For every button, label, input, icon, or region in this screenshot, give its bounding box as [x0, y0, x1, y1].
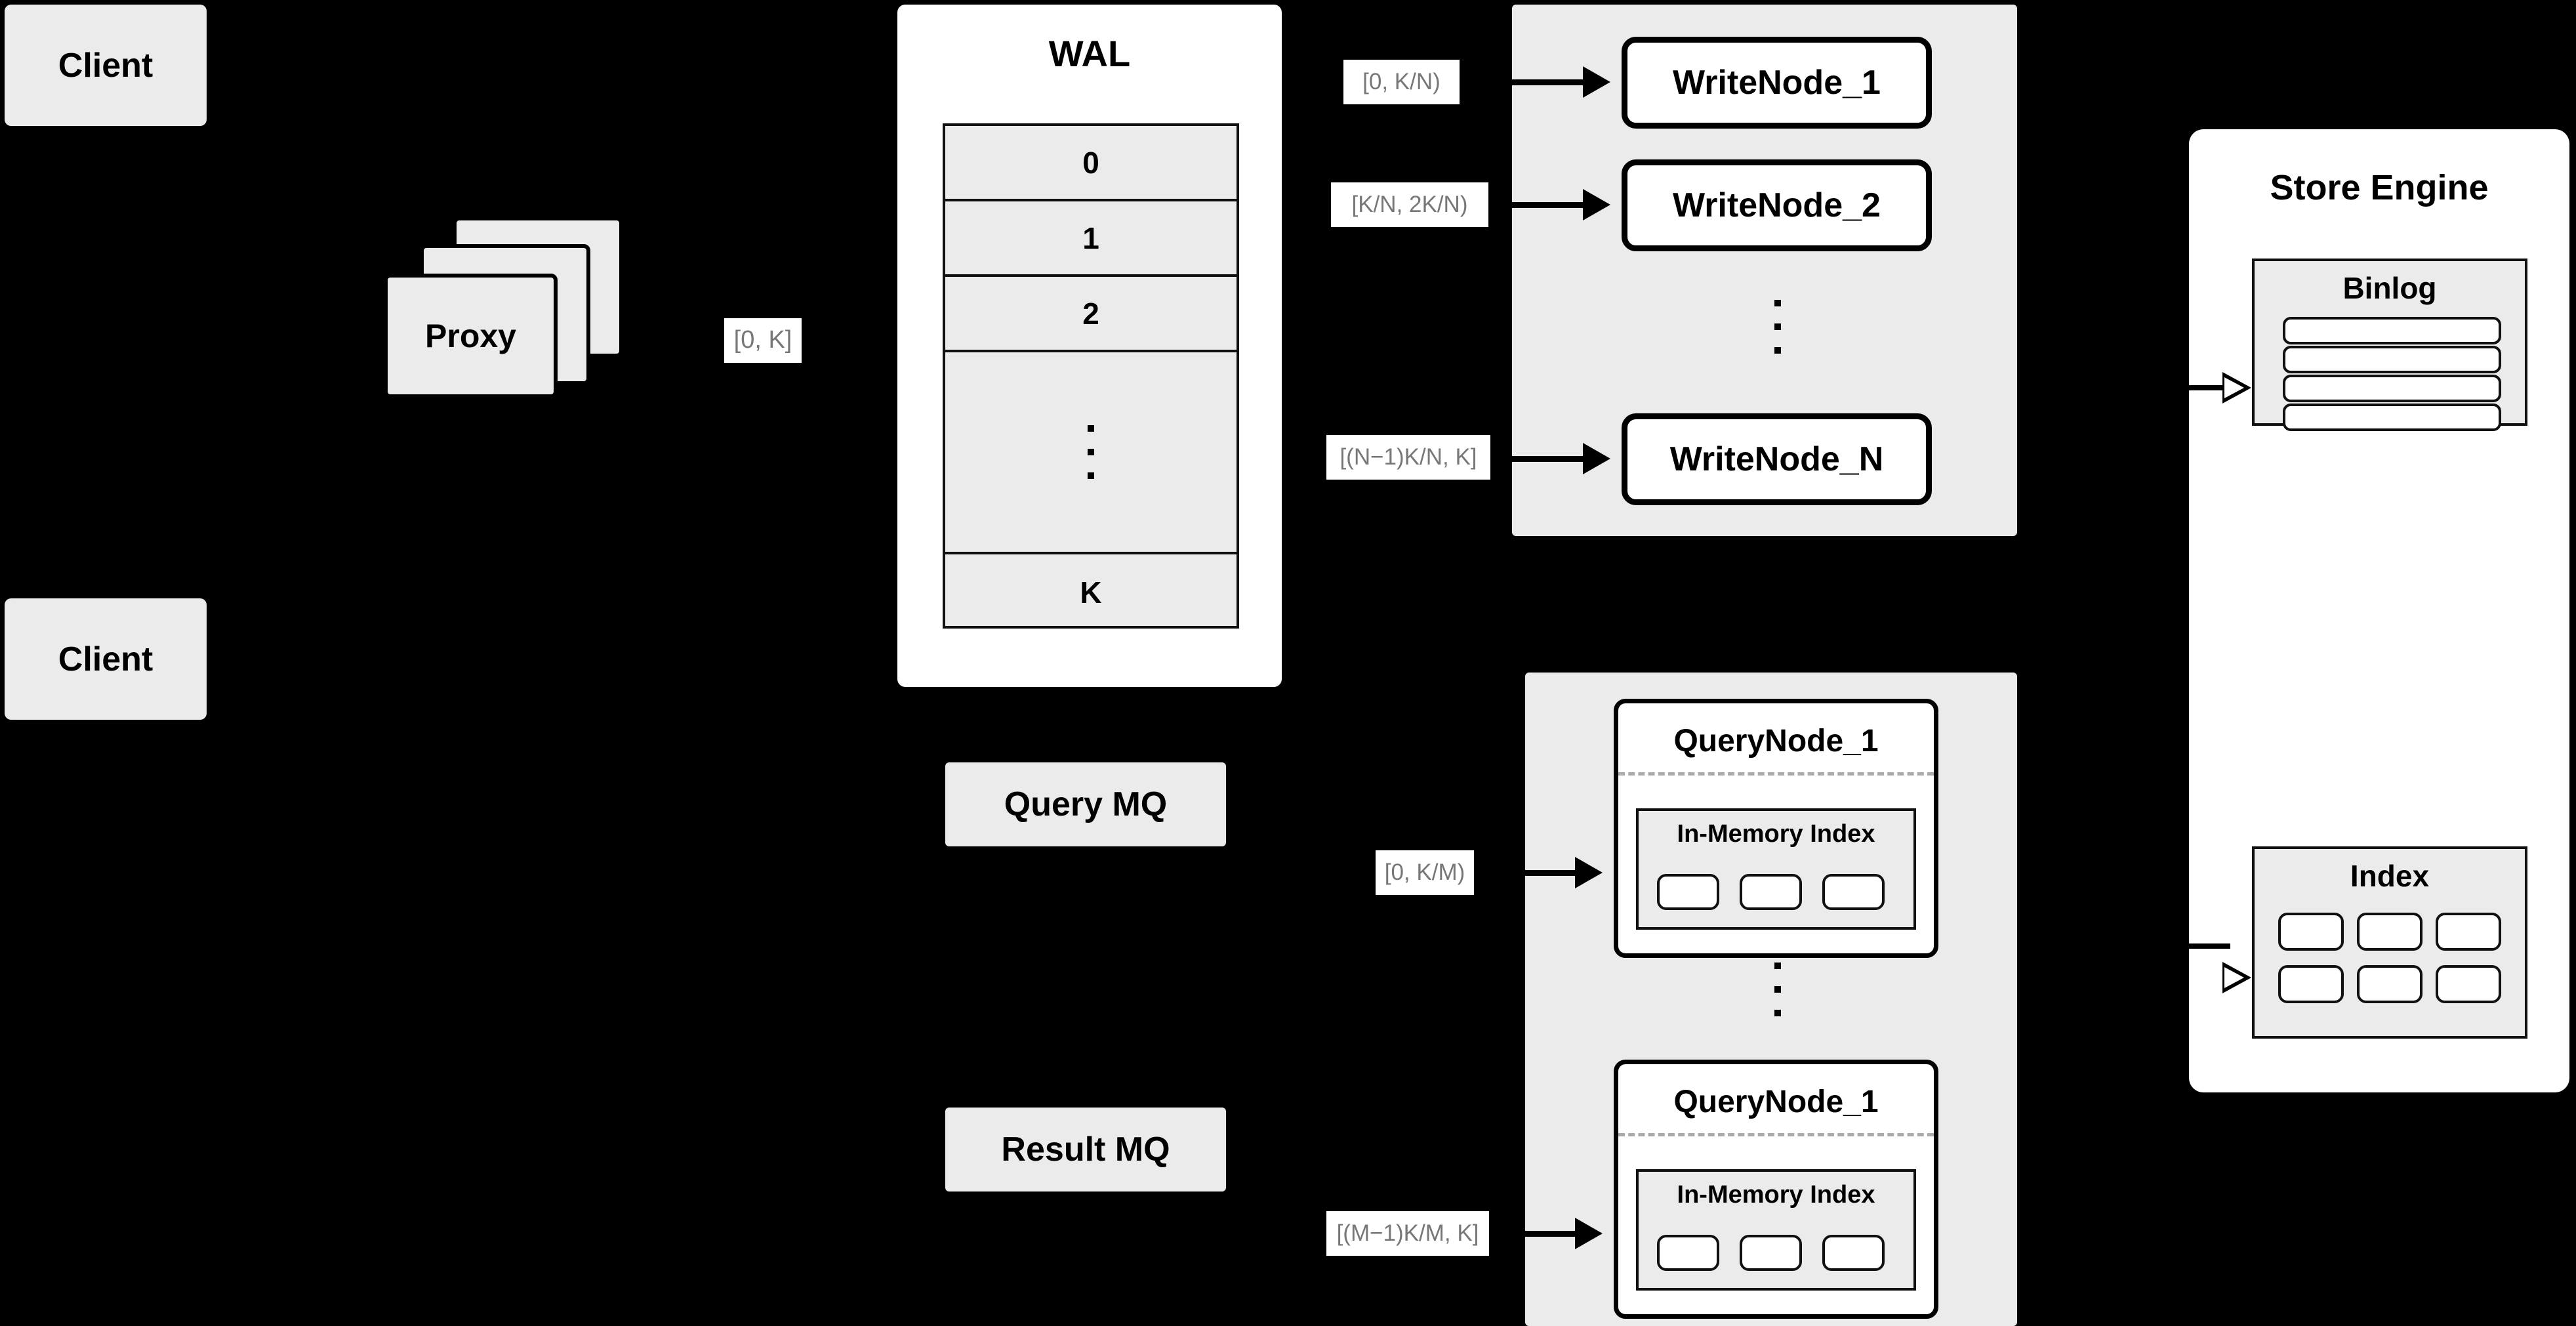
binlog-panel: Binlog: [2252, 259, 2527, 431]
result-mq-box[interactable]: Result MQ: [945, 1108, 1226, 1191]
write-node-1-range-text: [0, K/N): [1362, 68, 1441, 94]
wal-cell-0[interactable]: 0: [945, 126, 1237, 201]
wal-title: WAL: [1048, 33, 1131, 74]
wal-cell-k[interactable]: K: [1080, 575, 1102, 610]
write-node-2[interactable]: WriteNode_2: [1622, 159, 1932, 251]
write-node-2-label: WriteNode_2: [1673, 186, 1881, 224]
write-node-n-range-label: [(N−1)K/N, K]: [1326, 435, 1490, 480]
write-node-n-label: WriteNode_N: [1669, 440, 1884, 478]
query-node-1-index-chip[interactable]: [1657, 874, 1719, 910]
query-node-2-index-chip[interactable]: [1740, 1235, 1802, 1271]
query-node-1-index-chip[interactable]: [1740, 874, 1802, 910]
client-label-2: Client: [58, 640, 153, 678]
wal-card: WAL 0 1 2 K: [897, 5, 1282, 687]
binlog-row[interactable]: [2283, 375, 2501, 402]
store-index-arrow-line: [2186, 943, 2230, 949]
write-node-1[interactable]: WriteNode_1: [1622, 37, 1932, 129]
client-box-1[interactable]: Client: [5, 5, 207, 126]
query-cluster-ellipsis-icon: [1771, 942, 1784, 1037]
binlog-arrow-line: [2186, 385, 2230, 390]
query-node-1-range-label: [0, K/M): [1376, 850, 1474, 895]
client-label-1: Client: [58, 46, 153, 85]
write-node-n-arrow-line: [1492, 456, 1584, 462]
write-node-1-label: WriteNode_1: [1673, 64, 1881, 102]
query-node-2-arrow-head-icon: [1575, 1218, 1603, 1249]
write-node-n-range-text: [(N−1)K/N, K]: [1339, 444, 1477, 470]
proxy-layer-front[interactable]: Proxy: [384, 274, 558, 398]
write-node-1-arrow-line: [1465, 79, 1584, 85]
wal-cell-1[interactable]: 1: [945, 201, 1237, 277]
query-node-1-label: QueryNode_1: [1673, 724, 1879, 758]
write-node-n-arrow-head-icon: [1583, 443, 1610, 474]
query-node-2[interactable]: QueryNode_1 In-Memory Index: [1614, 1060, 1938, 1319]
query-mq-label: Query MQ: [1004, 785, 1168, 823]
result-mq-label: Result MQ: [1001, 1130, 1170, 1169]
query-node-1-separator: [1618, 772, 1934, 776]
wal-cell-ellipsis: [945, 352, 1237, 554]
write-node-1-range-label: [0, K/N): [1343, 60, 1460, 104]
binlog-title: Binlog: [2342, 271, 2437, 305]
query-mq-box[interactable]: Query MQ: [945, 762, 1226, 846]
store-index-chip[interactable]: [2357, 913, 2423, 951]
query-node-2-index-chip[interactable]: [1657, 1235, 1719, 1271]
write-cluster-ellipsis-icon: [1771, 282, 1784, 371]
query-node-1-index-chip[interactable]: [1822, 874, 1885, 910]
wal-vertical-dots-icon: [1088, 425, 1094, 479]
write-node-2-arrow-head-icon: [1583, 189, 1610, 220]
store-index-chip[interactable]: [2357, 965, 2423, 1003]
query-node-1-arrow-line: [1479, 870, 1576, 876]
query-node-1[interactable]: QueryNode_1 In-Memory Index: [1614, 699, 1938, 958]
client-box-2[interactable]: Client: [5, 598, 207, 720]
store-index-arrow-head-icon: [2222, 962, 2251, 993]
binlog-row[interactable]: [2283, 346, 2501, 373]
query-node-1-arrow-head-icon: [1575, 857, 1603, 888]
proxy-label: Proxy: [425, 318, 516, 354]
query-node-2-separator: [1618, 1133, 1934, 1136]
store-engine-card: Store Engine Binlog Index: [2189, 129, 2569, 1092]
proxy-range-label: [0, K]: [724, 318, 802, 363]
binlog-row[interactable]: [2283, 404, 2501, 431]
store-index-chip[interactable]: [2436, 965, 2501, 1003]
store-engine-title: Store Engine: [2270, 168, 2489, 207]
query-node-2-index-title: In-Memory Index: [1677, 1181, 1875, 1209]
store-index-chip[interactable]: [2278, 965, 2344, 1003]
store-index-title: Index: [2350, 859, 2430, 893]
store-index-chip[interactable]: [2436, 913, 2501, 951]
write-node-2-range-label: [K/N, 2K/N): [1331, 182, 1488, 227]
wal-cell-2[interactable]: 2: [945, 277, 1237, 352]
query-node-2-range-text: [(M−1)K/M, K]: [1336, 1220, 1479, 1246]
write-node-2-arrow-line: [1491, 202, 1584, 208]
write-node-2-range-text: [K/N, 2K/N): [1351, 191, 1468, 217]
proxy-stack[interactable]: Proxy: [384, 217, 666, 426]
query-node-2-arrow-line: [1490, 1231, 1576, 1237]
store-index-chip[interactable]: [2278, 913, 2344, 951]
query-node-2-label: QueryNode_1: [1673, 1085, 1879, 1119]
proxy-range-text: [0, K]: [733, 326, 792, 354]
write-node-n[interactable]: WriteNode_N: [1622, 413, 1932, 505]
write-node-1-arrow-head-icon: [1583, 66, 1610, 98]
store-index-panel: Index: [2252, 846, 2527, 1039]
query-node-2-index-panel: In-Memory Index: [1636, 1169, 1916, 1291]
binlog-row[interactable]: [2283, 317, 2501, 344]
wal-table: 0 1 2 K: [943, 123, 1239, 629]
query-node-2-index-chip[interactable]: [1822, 1235, 1885, 1271]
query-node-1-index-title: In-Memory Index: [1677, 820, 1875, 848]
binlog-arrow-head-icon: [2222, 372, 2251, 404]
query-node-1-index-panel: In-Memory Index: [1636, 808, 1916, 930]
query-node-1-range-text: [0, K/M): [1384, 859, 1465, 885]
query-node-2-range-label: [(M−1)K/M, K]: [1326, 1211, 1489, 1256]
